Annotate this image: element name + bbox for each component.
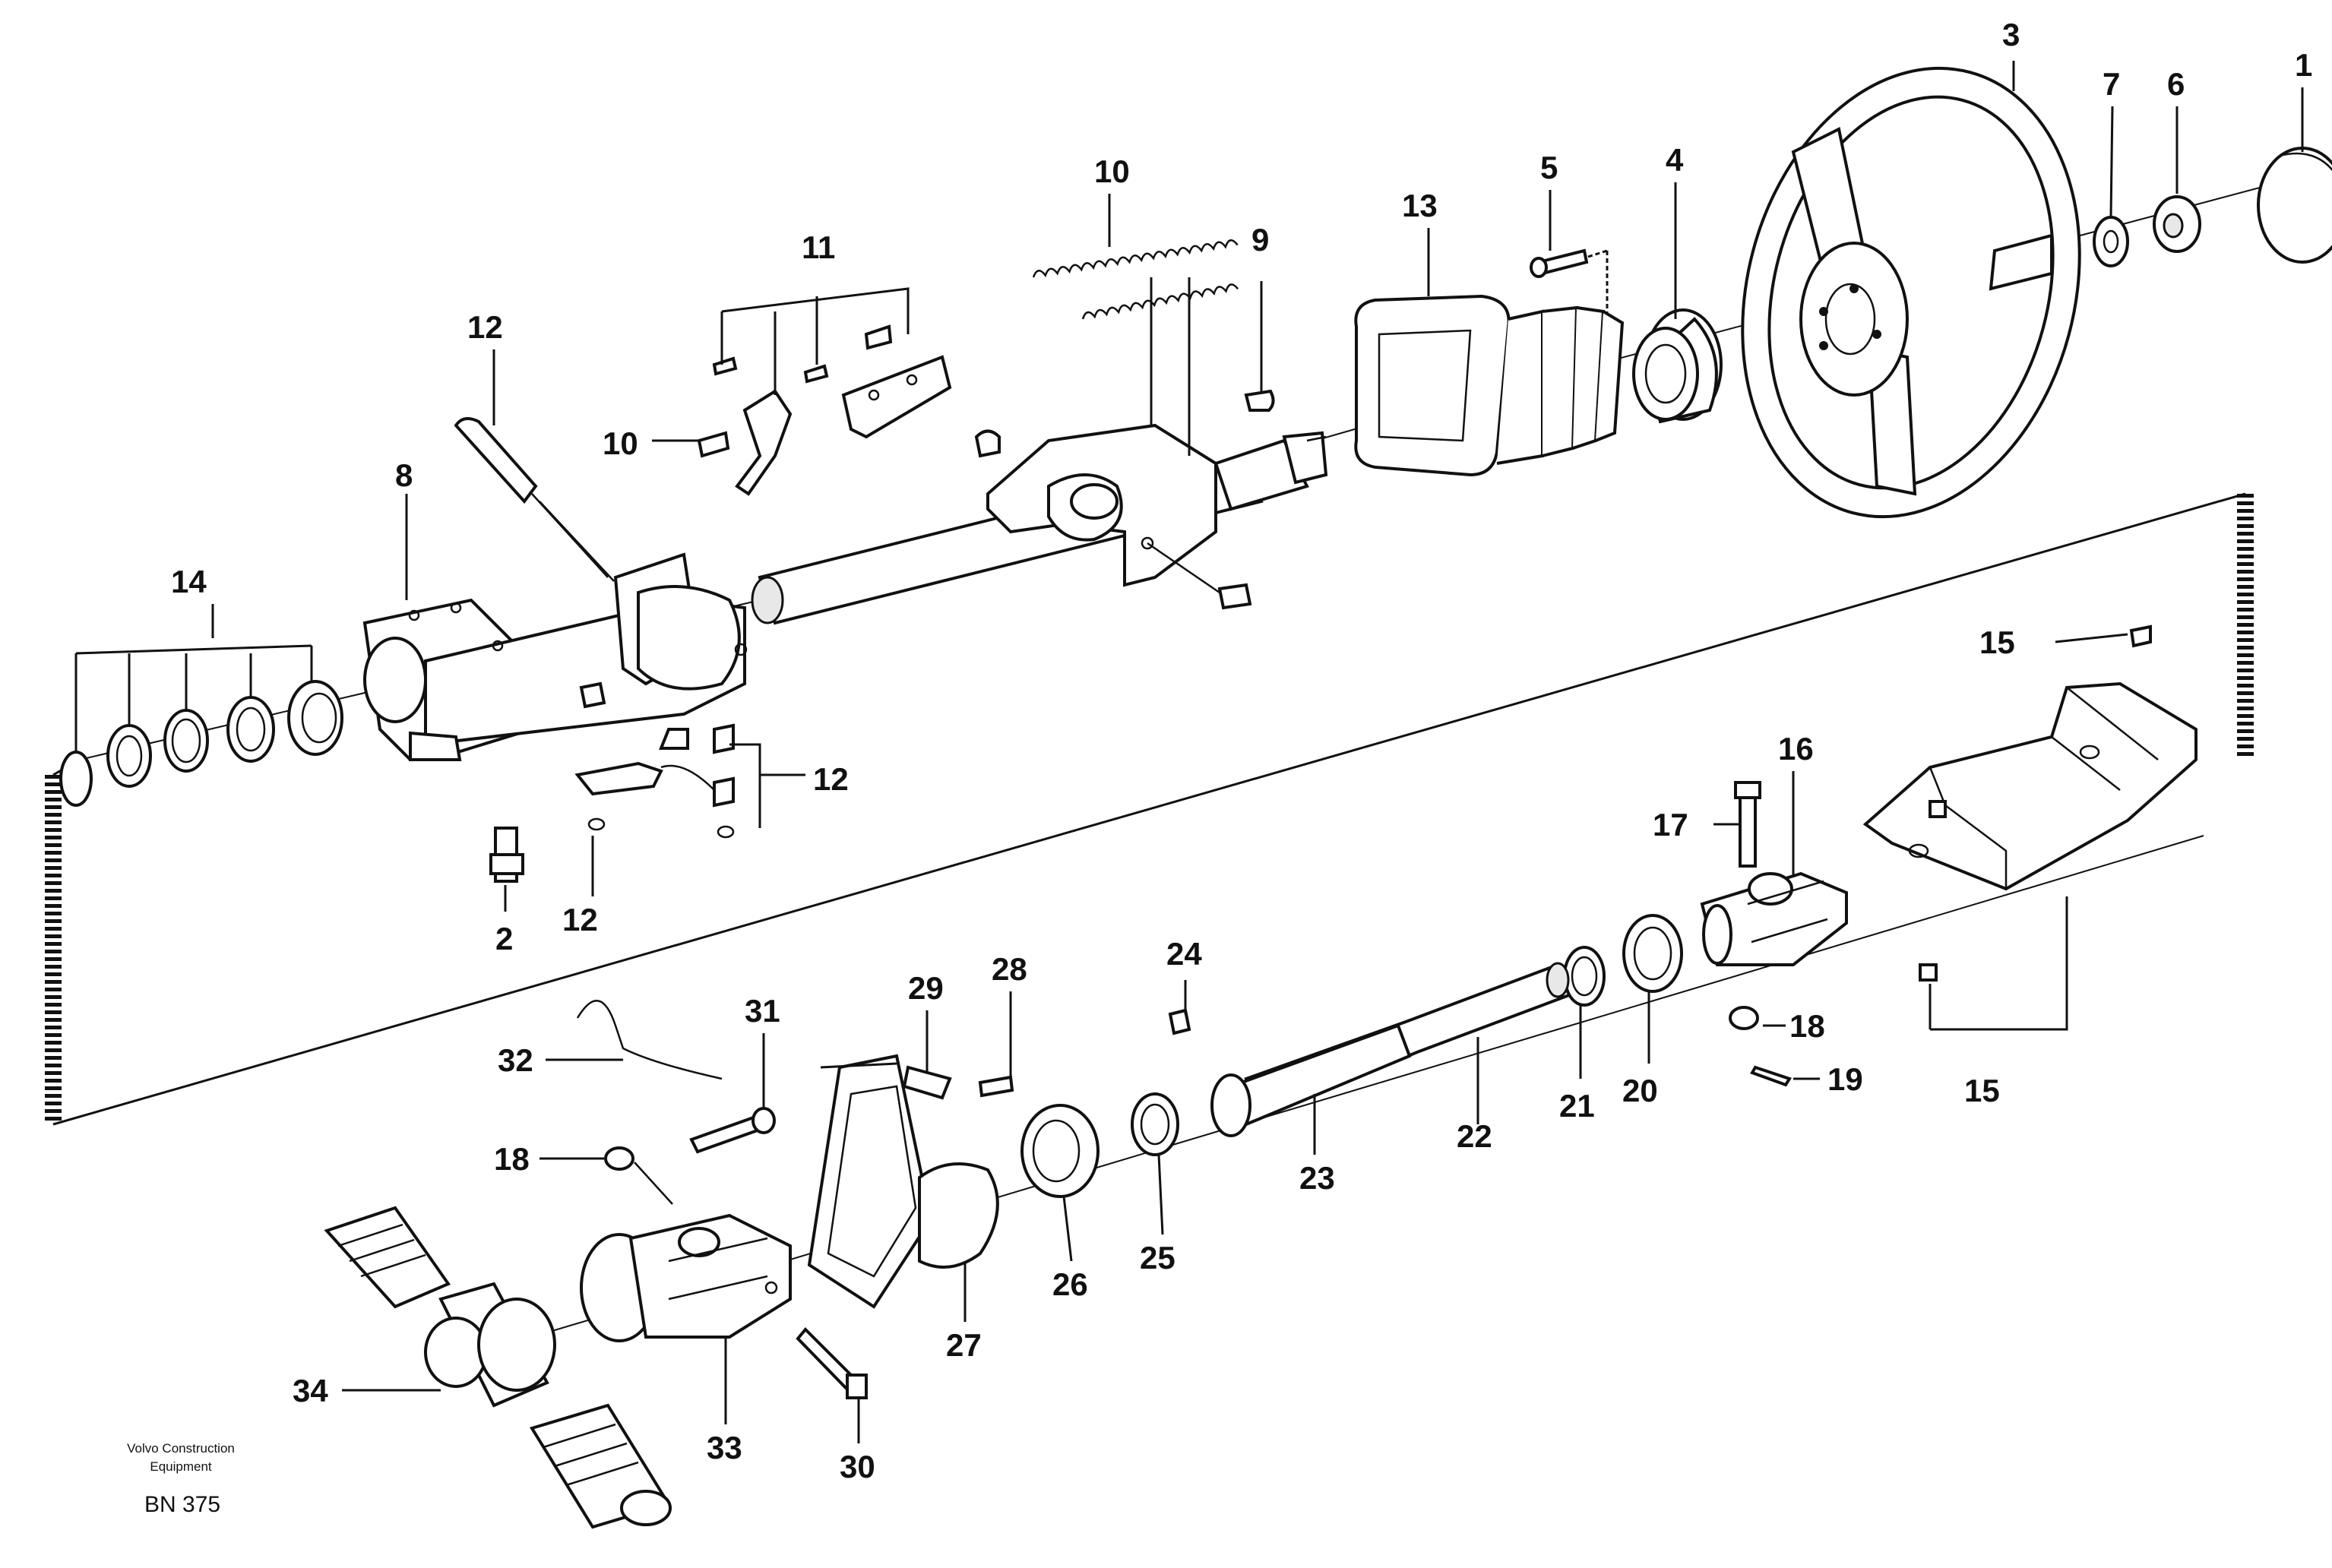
- part-ring-25: [1131, 1092, 1179, 1156]
- part-intermediate-shaft: [1210, 962, 1571, 1137]
- callout-15-cover: 15: [1964, 1073, 2000, 1108]
- callout-10-springs: 10: [1094, 153, 1130, 189]
- part-bushing-26: [1020, 1104, 1100, 1198]
- callout-19: 19: [1827, 1061, 1863, 1097]
- callout-23: 23: [1299, 1160, 1335, 1196]
- callout-32: 32: [498, 1042, 533, 1078]
- callout-10-pin: 10: [603, 425, 638, 461]
- callout-22: 22: [1457, 1118, 1492, 1154]
- callout-21: 21: [1559, 1088, 1595, 1124]
- callout-26: 26: [1052, 1266, 1088, 1302]
- callout-34: 34: [293, 1373, 328, 1408]
- part-plug-9: [1244, 389, 1275, 412]
- callout-33: 33: [707, 1430, 742, 1465]
- part-washer: [2093, 216, 2129, 267]
- part-column-shaft: [751, 423, 1328, 625]
- part-universal-joint-upper: [1700, 871, 1848, 966]
- callout-28: 28: [992, 951, 1027, 987]
- part-spring-pin-10: [697, 431, 730, 458]
- part-horn-cap: [2257, 147, 2332, 264]
- part-bushing-20: [1622, 914, 1683, 993]
- part-screw-2: [489, 827, 524, 883]
- callout-24: 24: [1166, 936, 1202, 972]
- callout-4: 4: [1666, 142, 1684, 178]
- callout-27: 27: [946, 1327, 982, 1363]
- part-springs: [1032, 239, 1239, 320]
- callout-16: 16: [1778, 731, 1814, 767]
- part-universal-joint-lower: [580, 1213, 792, 1342]
- callout-31: 31: [745, 993, 780, 1029]
- callout-30: 30: [840, 1449, 875, 1484]
- part-ratchet-plates: [712, 324, 1001, 496]
- footer-company-line2: Equipment: [150, 1459, 212, 1474]
- callout-12-washer: 12: [562, 902, 598, 937]
- part-column-housing: [362, 552, 748, 761]
- part-bolt-31: [689, 1107, 776, 1154]
- part-nut-18-upper: [1729, 1006, 1759, 1030]
- drawing-footer: Volvo Construction Equipment BN 375: [127, 1441, 235, 1517]
- part-wire: [576, 1000, 723, 1080]
- part-sleeve: [1632, 308, 1723, 424]
- callout-18-upper: 18: [1789, 1008, 1825, 1044]
- callout-20: 20: [1622, 1073, 1658, 1108]
- footer-company-line1: Volvo Construction: [127, 1441, 235, 1456]
- callout-3: 3: [2002, 17, 2020, 52]
- part-clamp: [902, 1065, 1014, 1100]
- part-bolt-17: [1734, 781, 1761, 868]
- callout-7: 7: [2103, 66, 2120, 102]
- callout-2: 2: [495, 921, 513, 956]
- leader-lines: [74, 61, 2304, 1443]
- footer-drawing-number: BN 375: [144, 1492, 220, 1517]
- part-cap-screw: [1147, 542, 1252, 610]
- callout-12-lever: 12: [467, 309, 503, 345]
- part-nut-18-lower: [604, 1146, 673, 1205]
- part-washers-12: [587, 817, 735, 839]
- callout-6: 6: [2167, 66, 2185, 102]
- callout-1: 1: [2295, 47, 2312, 83]
- part-bellows: [1354, 294, 1625, 477]
- callout-25: 25: [1140, 1240, 1175, 1276]
- callout-labels: 1 3 6 7 4 5 13 9 10 10 11 12 8 14 2 12 1…: [171, 17, 2312, 1484]
- callout-13: 13: [1402, 188, 1438, 223]
- part-pin-19: [1750, 1065, 1793, 1087]
- part-steering-shaft-34: [324, 1206, 672, 1529]
- callout-18-lower: 18: [494, 1141, 530, 1177]
- part-ring-stack: [59, 680, 343, 807]
- part-ring-21: [1563, 946, 1606, 1007]
- part-grease-nipple: [1168, 1008, 1191, 1035]
- callout-5: 5: [1540, 150, 1558, 185]
- callout-9: 9: [1251, 222, 1269, 258]
- callout-14: 14: [171, 564, 207, 599]
- callout-12-parts: 12: [813, 761, 849, 797]
- part-column-cover: [1862, 624, 2198, 982]
- part-nut: [2153, 195, 2201, 253]
- part-floor-plate: [807, 1054, 999, 1309]
- callout-29: 29: [908, 970, 944, 1006]
- diagonal-connector-line: [52, 492, 2246, 1126]
- part-screw-5: [1530, 248, 1609, 342]
- part-bolt-30: [796, 1327, 868, 1399]
- part-tilt-lever: [454, 417, 735, 808]
- callout-8: 8: [395, 457, 413, 493]
- callout-17: 17: [1653, 807, 1688, 842]
- part-steering-wheel: [1741, 66, 2081, 519]
- callout-15-screw: 15: [1979, 624, 2015, 660]
- callout-11: 11: [802, 229, 835, 265]
